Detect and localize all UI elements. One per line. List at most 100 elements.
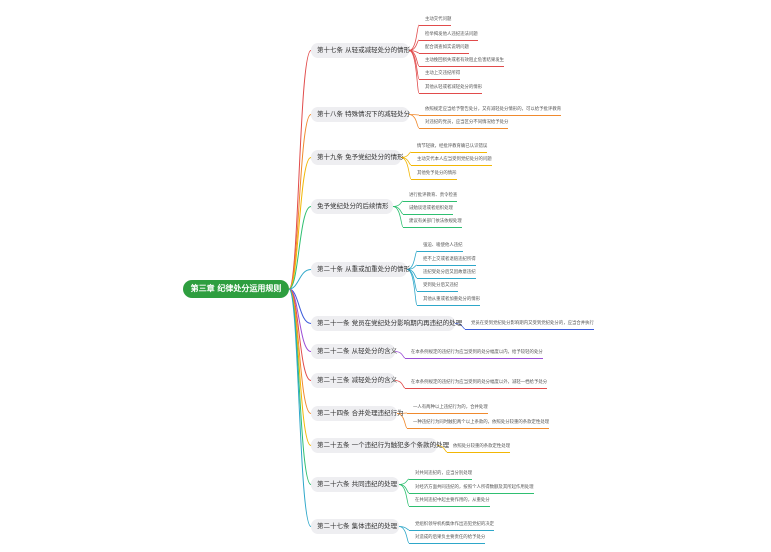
leaf-connector [398,478,410,485]
leaf-label: 对共同违纪的，应当分别处理 [415,471,473,476]
leaf-connector [392,200,404,207]
leaf-node[interactable]: 对违纪的党员，应当区分不同情况给予处分 [419,119,509,129]
leaf-underline [419,40,478,41]
leaf-underline [419,25,452,26]
leaf-node[interactable]: 主动交代本人应当受到党纪处分的问题 [411,156,492,166]
branch-node-8[interactable]: 第二十三条 减轻处分的含义 [311,373,397,388]
leaf-label: 党员在受到党纪处分影响期内又受到党纪处分的，应当合并执行 [471,321,594,326]
leaf-node[interactable]: 检举揭发他人违纪违法问题 [419,31,478,41]
root-connector-11 [288,288,312,485]
leaf-connector [406,269,418,306]
leaf-node[interactable]: 主动上交违纪所得 [419,70,461,80]
leaf-label: 违纪受处分后又因故意违纪 [423,270,476,275]
leaf-underline [419,128,509,129]
leaf-label: 配合调查如实说明问题 [425,45,469,50]
branch-node-2[interactable]: 第十八条 特殊情况下的减轻处分 [311,107,410,122]
leaf-connector [400,157,412,180]
leaf-underline [405,358,543,359]
branch-node-11[interactable]: 第二十六条 共同违纪的处理 [311,477,399,492]
leaf-node[interactable]: 主动交代问题 [419,16,452,26]
leaf-underline [403,214,453,215]
leaf-node[interactable]: 对造成的后果负主要责任的给予处分 [409,534,486,544]
branch-node-6[interactable]: 第二十一条 党员在党纪处分影响期内再违纪的处理 [311,316,462,331]
branch-node-9[interactable]: 第二十四条 合并处理违纪行为 [311,406,404,421]
leaf-label: 在本条例规定的违纪行为应当受到的处分幅度以内，给予较轻的处分 [411,350,543,355]
leaf-underline [419,53,469,54]
leaf-connector [398,526,410,544]
leaf-node[interactable]: 进行批评教育、责令检查 [403,192,458,202]
leaf-label: 建议有关部门依法依规处理 [409,219,462,224]
leaf-label: 一人有两种以上违纪行为的，合并处理 [413,405,488,410]
leaf-underline [419,115,562,116]
leaf-label: 主动上交违纪所得 [425,71,461,76]
leaf-connector [392,206,404,228]
leaf-label: 党组织领导机构集体作出违犯党纪的决定 [415,522,495,527]
leaf-label: 其他从重或者加重处分的情形 [423,297,481,302]
leaf-underline [417,291,459,292]
branch-node-12[interactable]: 第二十七条 集体违纪的处理 [311,519,399,534]
leaf-node[interactable]: 强迫、唆使他人违纪 [417,242,463,252]
leaf-connector [406,250,418,270]
leaf-node[interactable]: 配合调查如实说明问题 [419,44,469,54]
leaf-node[interactable]: 受到处分后又违纪 [417,282,459,292]
branch-node-4[interactable]: 免予党纪处分的后续情形 [311,199,393,214]
leaf-node[interactable]: 其他从重或者加重处分的情形 [417,296,481,306]
leaf-node[interactable]: 党组织领导机构集体作出违犯党纪的决定 [409,521,495,531]
leaf-node[interactable]: 主动挽回损失或者有效阻止危害结果发生 [419,57,505,67]
leaf-label: 对经济方面共同违纪的，按照个人所得数额及其所起作用处理 [415,485,534,490]
leaf-node[interactable]: 其他从轻或者减轻处分的情形 [419,84,483,94]
leaf-node[interactable]: 在本条例规定的违纪行为应当受到的处分幅度以内，给予较轻的处分 [405,349,543,359]
leaf-underline [409,493,534,494]
leaf-connector [394,380,406,389]
leaf-underline [417,305,481,306]
leaf-label: 受到处分后又违纪 [423,283,459,288]
leaf-label: 主动挽回损失或者有效阻止危害结果发生 [425,58,505,63]
leaf-label: 其他从轻或者减轻处分的情形 [425,85,483,90]
leaf-node[interactable]: 诫勉谈话或者组织处理 [403,205,453,215]
leaf-underline [403,201,458,202]
leaf-connector [436,445,448,453]
leaf-underline [409,506,490,507]
root-connector-8 [288,288,312,381]
leaf-underline [405,388,548,389]
leaf-node[interactable]: 依照处分较重的条款定性处理 [447,443,511,453]
branch-node-7[interactable]: 第二十二条 从轻处分的含义 [311,344,397,359]
leaf-underline [403,227,462,228]
leaf-connector [408,50,420,80]
leaf-node[interactable]: 党员在受到党纪处分影响期内又受到党纪处分的，应当合并执行 [465,320,594,330]
branch-node-5[interactable]: 第二十条 从重或加重处分的情形 [311,262,410,277]
leaf-connector [408,114,420,129]
leaf-node[interactable]: 对经济方面共同违纪的，按照个人所得数额及其所起作用处理 [409,484,534,494]
leaf-node[interactable]: 违纪受处分后又因故意违纪 [417,269,476,279]
leaf-underline [417,265,476,266]
leaf-node[interactable]: 建议有关部门依法依规处理 [403,218,462,228]
leaf-underline [409,530,495,531]
leaf-connector [454,323,466,330]
leaf-node[interactable]: 一人有两种以上违纪行为的，合并处理 [407,404,488,414]
leaf-node[interactable]: 在共同违纪中起主要作用的，从重处分 [409,497,490,507]
leaf-underline [409,543,486,544]
leaf-node[interactable]: 其他免予处分的情形 [411,170,457,180]
leaf-label: 在本条例规定的违纪行为应当受到的处分幅度以外，减轻一档给予处分 [411,380,548,385]
leaf-connector [408,24,420,51]
leaf-node[interactable]: 情节轻微，经批评教育确已认识错误 [411,143,488,153]
leaf-label: 依照规定应当给予警告处分，又有减轻处分情形的，可以给予批评教育 [425,107,562,112]
leaf-node[interactable]: 在本条例规定的违纪行为应当受到的处分幅度以外，减轻一档给予处分 [405,379,548,389]
branch-node-1[interactable]: 第十七条 从轻或减轻处分的情形 [311,43,410,58]
branch-node-3[interactable]: 第十九条 免予党纪处分的情形 [311,150,404,165]
leaf-node[interactable]: 对共同违纪的，应当分别处理 [409,470,473,480]
leaf-connector [396,413,408,429]
leaf-underline [411,165,492,166]
leaf-node[interactable]: 依照规定应当给予警告处分，又有减轻处分情形的，可以给予批评教育 [419,106,562,116]
leaf-label: 对造成的后果负主要责任的给予处分 [415,535,486,540]
leaf-underline [419,93,483,94]
leaf-underline [417,251,463,252]
leaf-label: 诫勉谈话或者组织处理 [409,206,453,211]
leaf-node[interactable]: 一种违纪行为同时触犯两个以上条款的，依照处分较重的条款定性处理 [407,419,550,429]
leaf-node[interactable]: 拒不上交或者退赔违纪所得 [417,256,476,266]
root-connector-5 [288,269,312,290]
leaf-label: 一种违纪行为同时触犯两个以上条款的，依照处分较重的条款定性处理 [413,420,550,425]
root-node[interactable]: 第三章 纪律处分运用规则 [183,280,289,298]
branch-node-10[interactable]: 第二十五条 一个违纪行为触犯多个条款的处理 [311,438,449,453]
